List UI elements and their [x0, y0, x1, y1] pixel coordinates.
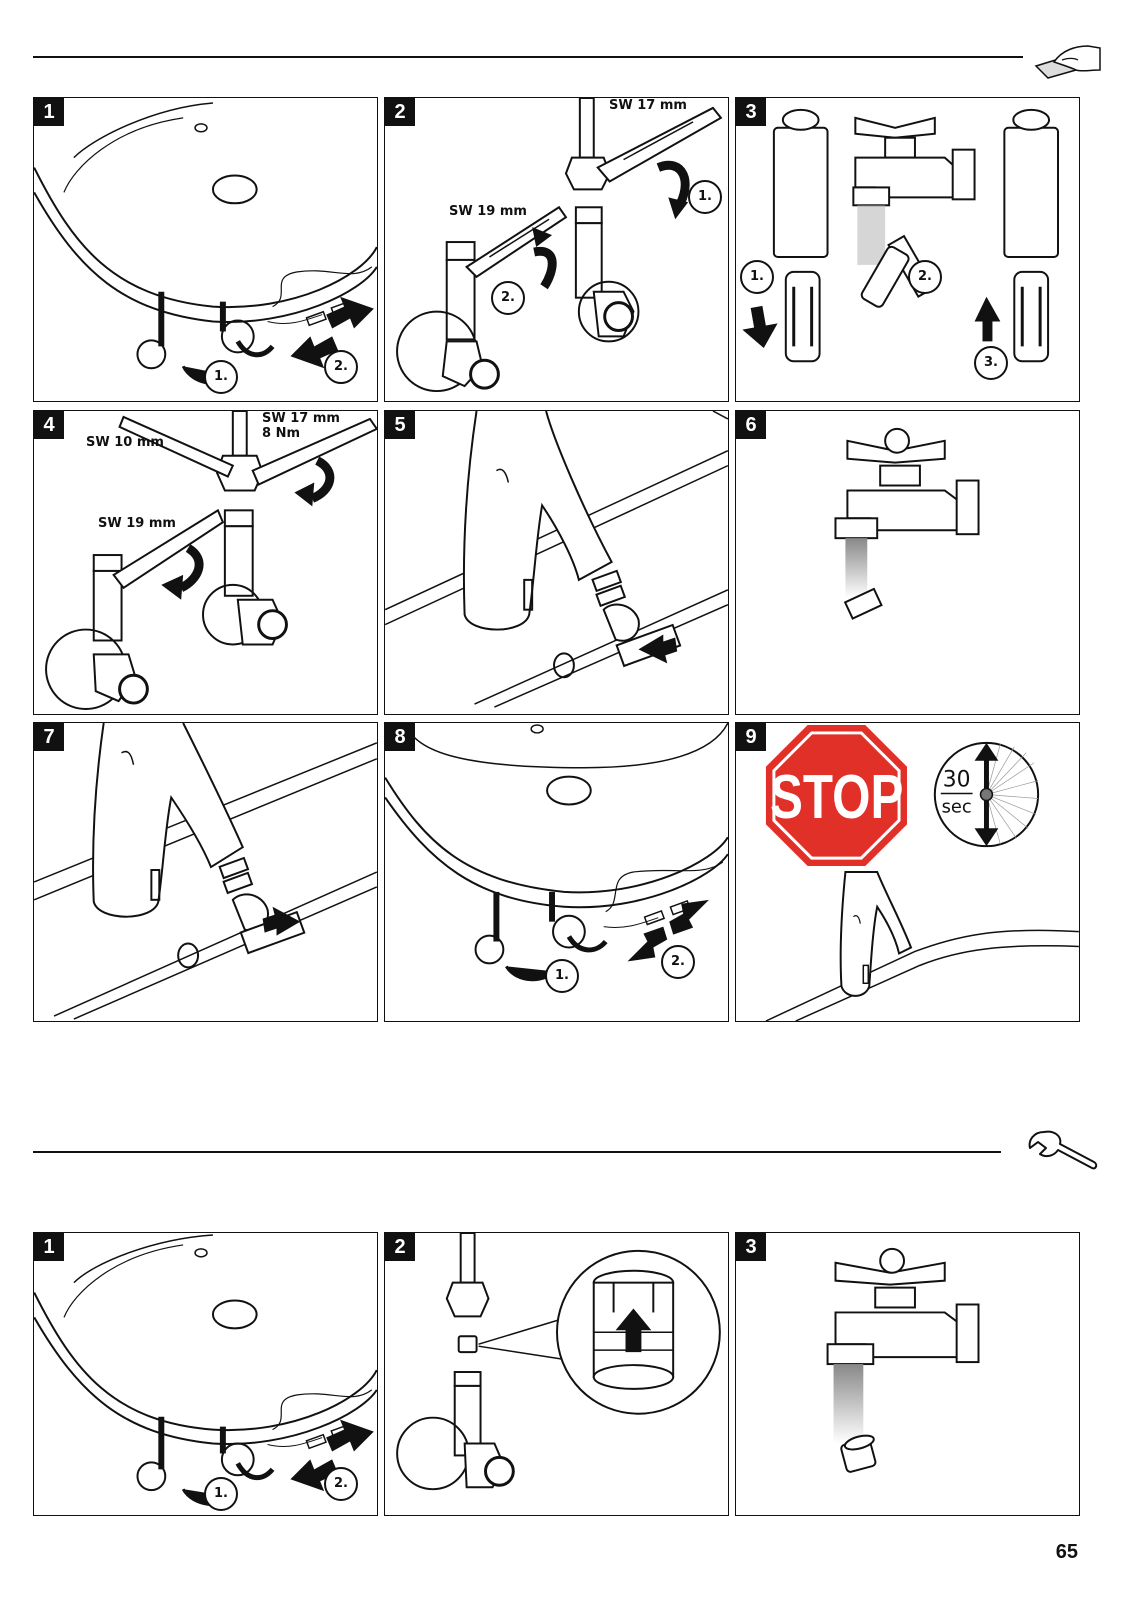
panel-number: 8 [385, 723, 415, 751]
panel-number: 3 [736, 98, 766, 126]
wrench-icon [1028, 1130, 1098, 1170]
step-marker: 1. [688, 180, 722, 214]
step-marker: 2. [661, 945, 695, 979]
section1-panel-6: 6 [735, 410, 1080, 715]
tap-flush-valve-illustration [826, 1247, 980, 1473]
page-number: 65 [1055, 1541, 1078, 1563]
wrench-size-label: SW 17 mm [262, 411, 340, 426]
wrench-tighten-illustration [45, 411, 377, 711]
hose-reconnect-illustration [385, 723, 728, 982]
stop-wait-illustration: STOP 30 sec [765, 724, 1079, 1021]
wrench-size-label: SW 19 mm [449, 204, 527, 219]
hand-cleaning-icon [1034, 45, 1101, 79]
step-marker: 1. [204, 1477, 238, 1511]
section1-panel-1: 1 1. 2. [33, 97, 378, 402]
basin-underside-illustration [34, 102, 377, 385]
section2-rule [33, 1151, 1001, 1153]
step-marker: 2. [908, 260, 942, 294]
wrench-size-label: SW 17 mm [609, 98, 687, 113]
panel-number: 2 [385, 98, 415, 126]
basin-underside-illustration [34, 1234, 377, 1507]
section1-panel-5: 5 [384, 410, 729, 715]
section1-rule [33, 56, 1023, 58]
section2-panel-3: 3 [735, 1232, 1080, 1516]
section1-panel-7: 7 [33, 722, 378, 1022]
aerator-removal-illustration [385, 411, 728, 708]
step-marker: 1. [740, 260, 774, 294]
panel-number: 7 [34, 723, 64, 751]
wrench-loosen-illustration [396, 98, 723, 393]
section2-panel-2: 2 [384, 1232, 729, 1516]
wrench-size-label: SW 19 mm [98, 516, 176, 531]
panel-number: 1 [34, 1233, 64, 1261]
timer-value: 30 [943, 768, 971, 793]
timer-unit: sec [942, 796, 972, 817]
step-marker: 2. [324, 1467, 358, 1501]
section1-panel-4: 4 SW 17 mm 8 Nm SW 10 mm SW 19 mm [33, 410, 378, 715]
tap-flush-illustration [834, 427, 980, 620]
section1-panel-8: 8 1. 2. [384, 722, 729, 1022]
step-marker: 1. [545, 959, 579, 993]
section1-panel-9: 9 STOP 30 sec [735, 722, 1080, 1022]
panel-number: 1 [34, 98, 64, 126]
panel-number: 5 [385, 411, 415, 439]
panel-number: 9 [736, 723, 766, 751]
aerator-install-illustration [34, 723, 377, 1020]
torque-label: 8 Nm [262, 426, 300, 441]
check-valve-illustration [396, 1233, 721, 1491]
step-marker: 2. [324, 350, 358, 384]
section2-panel-1: 1 1. 2. [33, 1232, 378, 1516]
step-marker: 2. [491, 281, 525, 315]
section1-panel-3: 3 1. 2. 3. [735, 97, 1080, 402]
panel-number: 2 [385, 1233, 415, 1261]
step-marker: 3. [974, 346, 1008, 380]
step-marker: 1. [204, 360, 238, 394]
panel-number: 6 [736, 411, 766, 439]
panel-number: 4 [34, 411, 64, 439]
filter-cleaning-illustration [742, 108, 1059, 363]
stop-sign-text: STOP [770, 761, 903, 831]
stop-sign-octagon [765, 724, 908, 867]
panel-number: 3 [736, 1233, 766, 1261]
wrench-size-label: SW 10 mm [86, 435, 164, 450]
section1-panel-2: 2 SW 17 mm SW 19 mm 1. 2. [384, 97, 729, 402]
